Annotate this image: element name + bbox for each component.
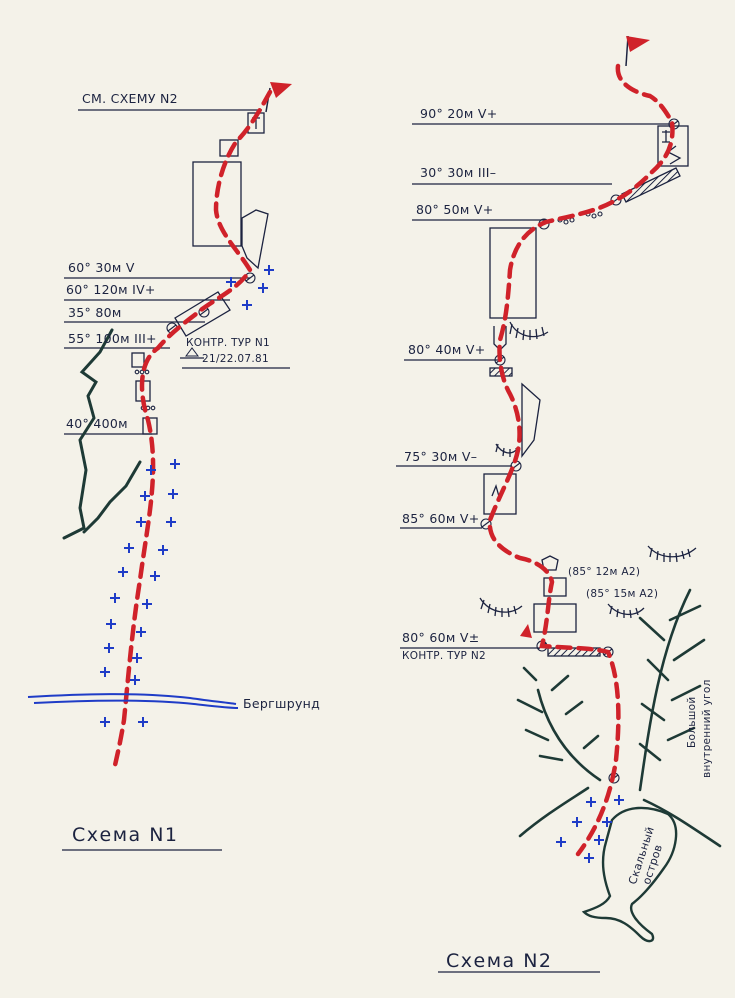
rock-island [581,806,678,943]
pitch-label-6: 85° 60м V+ [402,511,480,526]
wall-block [489,227,537,319]
cairn-label: КОНТР. ТУР N2 [402,650,486,662]
corner-feature [521,382,541,458]
pitch-label-2: 30° 30м III– [420,165,497,180]
crack-mark [666,145,682,165]
scheme2-title: Схема N2 [446,950,553,972]
rock-ridge [516,588,722,848]
pitch-label-4: 55° 100м III+ [68,331,157,346]
overhang-mark [479,597,523,613]
slab-block [174,291,231,337]
piton-marks [480,118,680,784]
pitch-label-5: 75° 30м V– [404,449,478,464]
corner-feature [241,209,269,270]
wall-block [192,161,242,247]
pitch-label-4: 80° 40м V+ [408,342,486,357]
route-line-scheme2 [487,63,675,857]
ladder-mark [662,130,670,143]
pitch-label-1: 60° 30м V [68,260,135,275]
cairn-date: 21/22.07.81 [202,353,269,365]
pitch-label-5: 40° 400м [66,416,128,431]
bergschrund-label: Бергшрунд [243,696,321,711]
summit-flag-icon [625,35,650,67]
rock-block [533,603,577,633]
overhang-mark [495,443,519,454]
cairn-label: КОНТР. ТУР N1 [186,337,270,349]
corner-label-line2: внутренний угол [701,679,713,778]
rock-block [142,417,158,435]
ledge-hatch [621,167,681,203]
summit-flag-icon [265,82,292,113]
rock-ridge [62,328,142,540]
pitch-label-7: 80° 60м V± [402,630,480,645]
scheme1-drawing [62,109,290,851]
aid-pitch-label-2: (85° 15м А2) [586,588,659,600]
snow-marks [556,795,624,863]
scheme1-title: Схема N1 [72,824,179,846]
route-line-scheme1 [111,89,273,773]
aid-pitch-label-1: (85° 12м А2) [568,566,641,578]
pitch-label-2: 60° 120м IV+ [66,282,156,297]
cairn-marker-icon [520,624,532,638]
rock-block [543,577,567,597]
pitch-label-3: 80° 50м V+ [416,202,494,217]
overhang-mark [607,603,645,615]
bergschrund-line [27,693,239,709]
pitch-label-3: 35° 80м [68,305,122,320]
cairn-triangle-icon [185,347,199,357]
pitch-label-1: 90° 20м V+ [420,106,498,121]
scheme1-reference-label: СМ. СХЕМУ N2 [82,91,178,106]
corner-label-line1: Большой [686,696,698,748]
snow-marks [100,265,274,727]
rock-block [131,352,145,368]
rock-block [483,473,517,515]
